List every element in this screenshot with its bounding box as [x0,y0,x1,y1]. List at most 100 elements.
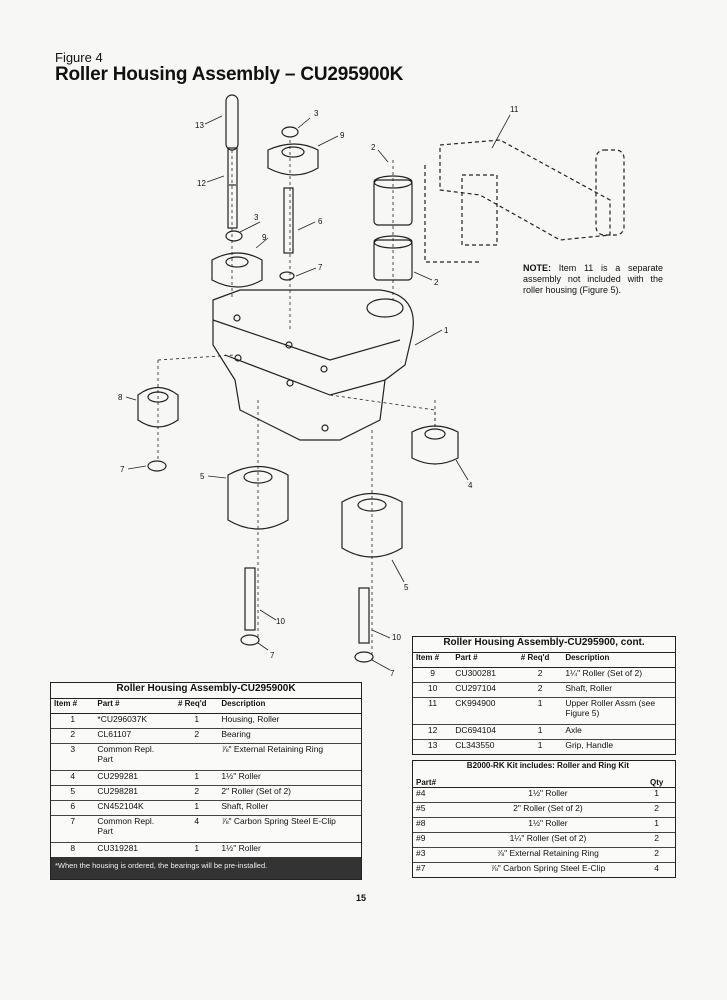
table-cell: CU300281 [452,667,518,683]
table-cell: 2" Roller (Set of 2) [218,785,361,801]
header-part: Part # [452,652,518,668]
table-cell: 2 [174,785,219,801]
table-cell: 1 [174,713,219,729]
table-cell: CU319281 [97,843,139,853]
parts-table: Roller Housing Assembly-CU295900K Item #… [50,682,362,880]
roller-8-part [137,386,179,428]
retaining-ring-part [281,126,299,138]
callout-13: 13 [195,121,204,130]
table-cell: 12 [413,724,453,740]
table-cell: #7 [416,863,426,873]
table-cell: ⅞" External Retaining Ring [218,743,361,771]
parts-table-footnote: *When the housing is ordered, the bearin… [51,857,361,879]
callout-10-left: 10 [276,617,285,626]
header-description: Description [218,698,361,714]
header-part: Part # [94,698,175,714]
callout-7-upper: 7 [318,263,323,272]
table-cell: Common Repl. Part [94,743,175,771]
table-cell: 10 [413,682,453,698]
table-cell: 7 [51,815,95,843]
note-text: Item 11 is a separate assembly not inclu… [523,263,663,295]
roller-9-lower-part [211,252,263,288]
table-cell: 2 [517,682,563,698]
table-cell: CU299281 [94,770,175,786]
roller-5-left-part [227,466,289,530]
table-cell: 6 [51,800,95,816]
callout-5-left: 5 [200,472,205,481]
table-cell: 1 [51,713,95,729]
callout-7-bottom-right: 7 [390,669,395,678]
kit-header-qty: Qty [638,761,675,788]
callout-6: 6 [318,217,323,226]
table-cell [174,743,219,771]
header-reqd: # Req'd [174,698,219,714]
table-cell: Axle [562,724,675,740]
callout-9-top: 9 [340,131,345,140]
parts-table-cont: Roller Housing Assembly-CU295900, cont. … [412,636,676,755]
table-cell: 2 [174,728,219,744]
table-cell: CL343550 [455,740,495,750]
table-cell: CN452104K [94,800,175,816]
table-cell: CL61107 [94,728,175,744]
callout-7-left: 7 [120,465,125,474]
table-cell: 1 [537,740,543,750]
shaft-10-left-part [244,567,256,631]
page-number: 15 [356,893,367,903]
roller-4-part [411,425,459,465]
table-cell: 1 [638,817,675,833]
callout-2-lower: 2 [434,278,439,287]
table-cell: #8 [413,817,458,833]
housing-part [212,289,414,441]
callout-3-top: 3 [314,109,319,118]
table-cell: #9 [413,832,458,848]
table-cell: 4 [174,815,219,843]
table-cell: #5 [413,802,458,818]
table-cell: 1¼" Roller (Set of 2) [457,832,639,848]
table-cell: 5 [51,785,95,801]
table-cell: 13 [427,740,438,750]
table-cell: ⅞" Carbon Spring Steel E-Clip [218,815,361,843]
table-cell: #4 [413,787,458,803]
table-cell: ⅞" Carbon Spring Steel E-Clip [490,863,606,873]
callout-8: 8 [118,393,123,402]
callout-10-right: 10 [392,633,401,642]
roller-5-right-part [341,493,403,558]
table-cell: 1 [517,724,563,740]
table-cell: 2 [638,802,675,818]
table-cell: #3 [413,847,458,863]
kit-header-part: Part# [413,761,458,788]
table-cell: 1½" Roller [457,817,639,833]
grip-handle-part [225,94,239,151]
table-cell: 1 [174,800,219,816]
table-cell: 4 [654,863,660,873]
table-cell: 1½" Roller [221,843,261,853]
note-label: NOTE: [523,263,551,273]
kit-table-title: B2000-RK Kit includes: Roller and Ring K… [457,761,639,788]
table-cell: DC694104 [452,724,518,740]
table-row: #7 ⅞" Carbon Spring Steel E-Clip 4 [413,863,675,878]
table-cell: 4 [51,770,95,786]
shaft-10-right-part [358,587,370,644]
table-cell: 1¼" Roller (Set of 2) [562,667,675,683]
callout-2-top: 2 [371,143,376,152]
table-cell: Shaft, Roller [218,800,361,816]
header-description: Description [562,652,675,668]
table-cell: 3 [51,743,95,771]
callout-9-lower: 9 [262,233,267,242]
table-cell: *CU296037K [94,713,175,729]
figure-label: Figure 4 [55,50,103,65]
table-cell: CK994900 [452,697,518,725]
callout-4: 4 [468,481,473,490]
upper-roller-assembly-outline [424,139,625,263]
